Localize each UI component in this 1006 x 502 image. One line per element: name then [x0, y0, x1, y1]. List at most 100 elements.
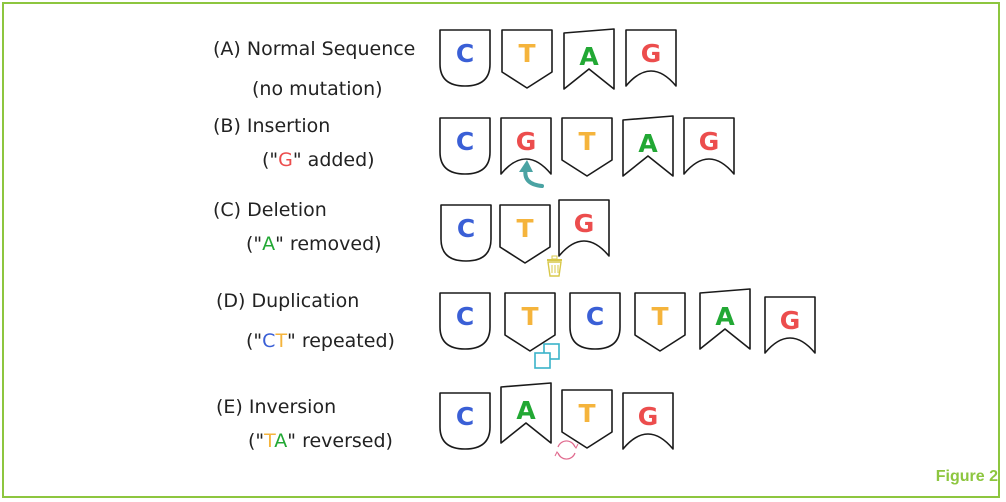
- row-subtitle: ("G" added): [262, 149, 375, 171]
- row-subtitle: ("A" removed): [246, 233, 382, 255]
- tile-base-c: C: [439, 29, 491, 87]
- tile-letter: T: [578, 127, 595, 156]
- subtitle-text: (": [248, 430, 264, 452]
- tile-shape: [622, 115, 674, 177]
- row-subtitle: (no mutation): [252, 78, 383, 100]
- tile-base-t: T: [501, 29, 553, 89]
- row-title: (A) Normal Sequence: [213, 38, 415, 60]
- tile-letter: A: [579, 42, 599, 71]
- tile-letter: A: [516, 396, 536, 425]
- subtitle-text: (": [246, 233, 262, 255]
- tile-letter: T: [518, 39, 535, 68]
- subtitle-text: (": [246, 330, 262, 352]
- row-title: (E) Inversion: [216, 396, 336, 418]
- tile-base-t: T: [504, 292, 556, 352]
- tile-shape: [439, 29, 491, 87]
- tile-letter: T: [578, 399, 595, 428]
- tile-base-g: G: [500, 117, 552, 175]
- tile-base-g: G: [622, 392, 674, 450]
- subtitle-text: " reversed): [287, 430, 393, 452]
- trash-icon: [547, 255, 562, 277]
- insert-arrow-icon: [519, 160, 544, 188]
- tile-base-g: G: [683, 117, 735, 175]
- figure-label: Figure 2: [935, 468, 998, 485]
- tile-base-c: C: [440, 204, 492, 262]
- subtitle-base-letter: T: [263, 430, 276, 452]
- tile-letter: C: [586, 302, 604, 331]
- tile-base-c: C: [439, 392, 491, 450]
- tile-shape: [439, 292, 491, 350]
- row-subtitle: ("TA" reversed): [248, 430, 393, 452]
- tile-shape: [764, 296, 816, 354]
- tile-base-t: T: [634, 292, 686, 352]
- tile-shape: [622, 392, 674, 450]
- tile-letter: A: [715, 302, 735, 331]
- tile-shape: [625, 29, 677, 87]
- tile-letter: C: [456, 402, 474, 431]
- row-subtitle: ("CT" repeated): [246, 330, 395, 352]
- row-title: (B) Insertion: [213, 115, 330, 137]
- tile-letter: C: [457, 214, 475, 243]
- tile-shape: [569, 292, 621, 350]
- row-title: (D) Duplication: [216, 290, 359, 312]
- tile-base-a: A: [699, 288, 751, 350]
- tile-shape: [439, 117, 491, 175]
- tile-shape: [634, 292, 686, 352]
- tile-shape: [699, 288, 751, 350]
- tile-letter: G: [699, 127, 720, 156]
- row-title: (C) Deletion: [213, 199, 327, 221]
- tile-base-a: A: [622, 115, 674, 177]
- tile-letter: C: [456, 39, 474, 68]
- tile-base-g: G: [764, 296, 816, 354]
- tile-letter: C: [456, 302, 474, 331]
- tile-base-g: G: [558, 199, 610, 257]
- tile-shape: [561, 117, 613, 177]
- tile-shape: [561, 389, 613, 449]
- tile-letter: A: [638, 129, 658, 158]
- subtitle-text: (": [262, 149, 278, 171]
- tile-shape: [558, 199, 610, 257]
- tile-shape: [439, 392, 491, 450]
- tile-shape: [504, 292, 556, 352]
- tile-letter: G: [780, 306, 801, 335]
- subtitle-text: (no mutation): [252, 78, 383, 100]
- tile-letter: G: [516, 127, 537, 156]
- tile-base-g: G: [625, 29, 677, 87]
- tile-letter: T: [651, 302, 668, 331]
- tile-base-a: A: [563, 28, 615, 90]
- tile-letter: T: [521, 302, 538, 331]
- tile-base-t: T: [561, 117, 613, 177]
- tile-letter: T: [516, 214, 533, 243]
- tile-base-t: T: [499, 204, 551, 264]
- subtitle-text: " repeated): [287, 330, 395, 352]
- tile-letter: G: [638, 402, 659, 431]
- tile-shape: [500, 117, 552, 175]
- subtitle-base-letter: C: [262, 330, 275, 352]
- tile-base-c: C: [569, 292, 621, 350]
- row-c: (C) Deletion ("A" removed) C T G: [213, 199, 610, 277]
- subtitle-base-letter: A: [274, 430, 287, 452]
- tile-shape: [563, 28, 615, 90]
- tile-base-c: C: [439, 292, 491, 350]
- tile-shape: [440, 204, 492, 262]
- tile-shape: [683, 117, 735, 175]
- tile-base-c: C: [439, 117, 491, 175]
- tile-shape: [501, 29, 553, 89]
- tile-shape: [499, 204, 551, 264]
- tile-base-a: A: [500, 382, 552, 444]
- subtitle-base-letter: G: [278, 149, 293, 171]
- subtitle-base-letter: T: [274, 330, 287, 352]
- subtitle-text: " added): [293, 149, 375, 171]
- subtitle-base-letter: A: [262, 233, 275, 255]
- tile-shape: [500, 382, 552, 444]
- subtitle-text: " removed): [275, 233, 381, 255]
- tile-letter: C: [456, 127, 474, 156]
- tile-base-t: T: [561, 389, 613, 449]
- tile-letter: G: [574, 209, 595, 238]
- copy-icon: [534, 343, 560, 369]
